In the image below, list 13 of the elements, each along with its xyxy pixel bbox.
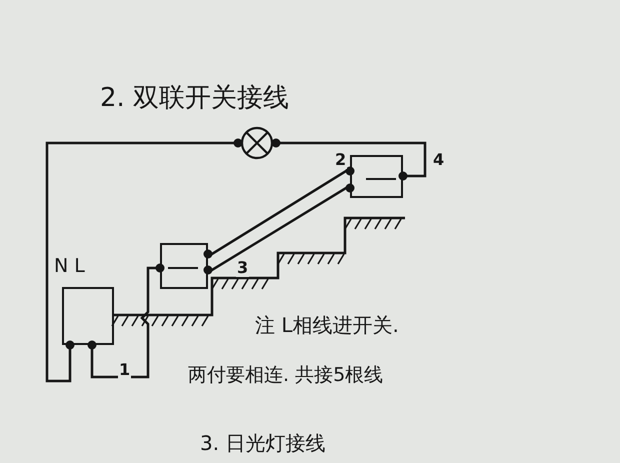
wire (204, 166, 354, 258)
note-text: 3. 日光灯接线 (200, 430, 326, 457)
wire (46, 138, 242, 382)
wire-number: 2 (334, 150, 348, 169)
wire (88, 264, 164, 378)
wire (272, 138, 426, 180)
wire-number: 1 (118, 360, 132, 379)
note-text: 注 L相线进开关. (255, 312, 399, 339)
wire (204, 184, 354, 274)
wire-number: 3 (236, 258, 250, 277)
terminal-label: N L (54, 255, 85, 277)
title: 2. 双联开关接线 (100, 82, 290, 115)
note-text: 两付要相连. 共接5根线 (188, 363, 384, 388)
